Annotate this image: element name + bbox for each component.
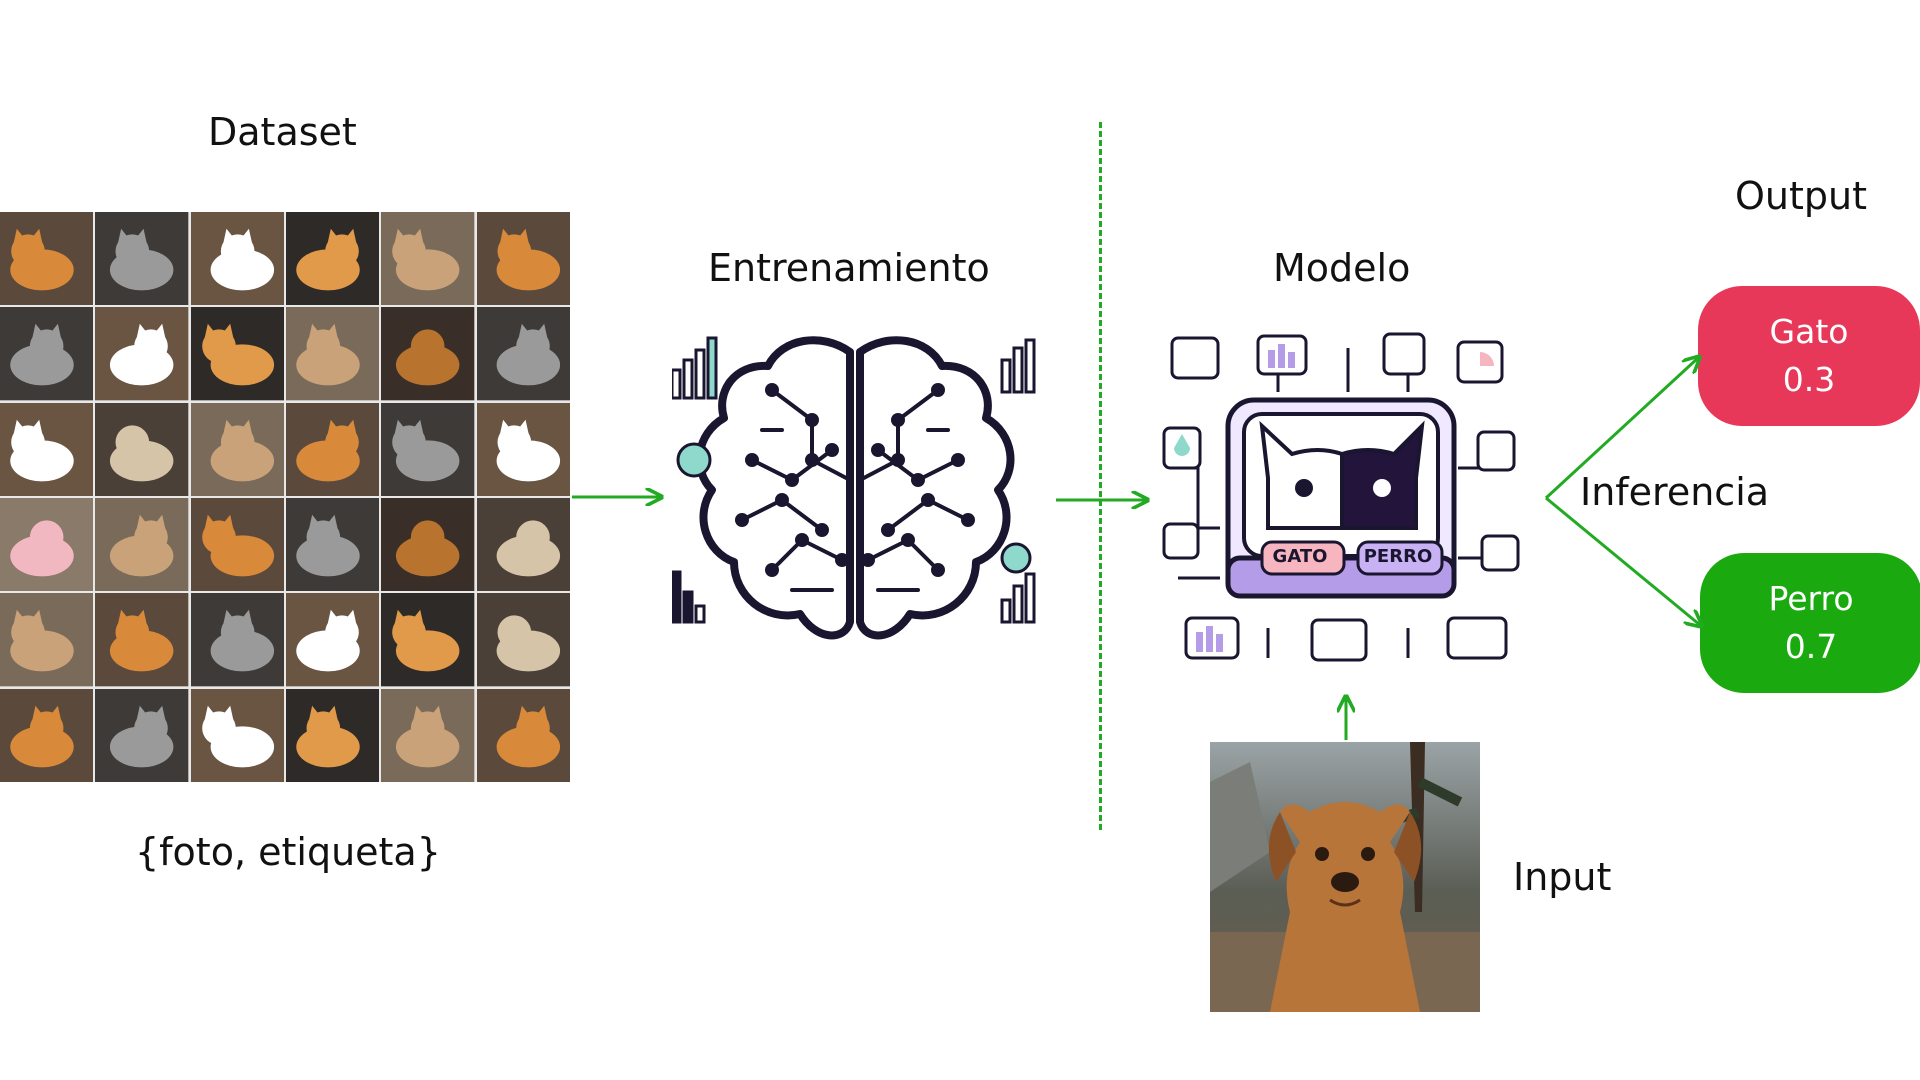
input-dog-photo [1210, 742, 1480, 1012]
dataset-tile-cat [0, 402, 94, 496]
model-chip-cat: GATO [1272, 546, 1328, 567]
dataset-tile-dog [95, 402, 189, 496]
dataset-tile-dog [381, 307, 475, 401]
dataset-tile-cat [190, 212, 284, 306]
dataset-tile-cat [0, 212, 94, 306]
dataset-tile-cat [381, 688, 475, 782]
dataset-tile-cat [190, 307, 284, 401]
dataset-tile-cat [0, 307, 94, 401]
dataset-tile-dog [381, 498, 475, 592]
model-device-icon [1162, 332, 1520, 662]
output-gato-value: 0.3 [1782, 360, 1836, 399]
output-title: Output [1735, 174, 1867, 218]
training-title: Entrenamiento [708, 246, 990, 290]
dataset-tile-cat [286, 402, 380, 496]
output-gato-box: Gato 0.3 [1698, 286, 1920, 426]
dataset-tile-dog [476, 498, 570, 592]
dataset-tile-cat [476, 307, 570, 401]
dataset-image-grid [0, 212, 570, 782]
dataset-tile-dog [476, 593, 570, 687]
dataset-tile-cat [95, 593, 189, 687]
input-label: Input [1513, 855, 1612, 899]
arrow-model-to-perro [1545, 496, 1700, 625]
dataset-tile-cat [95, 498, 189, 592]
dataset-caption: {foto, etiqueta} [135, 830, 441, 874]
dataset-tile-cat [476, 688, 570, 782]
dataset-tile-cat [95, 212, 189, 306]
output-perro-label: Perro [1768, 579, 1854, 618]
dataset-tile-cat [381, 212, 475, 306]
dataset-tile-cat [190, 498, 284, 592]
dataset-tile-cat [381, 402, 475, 496]
dataset-tile-cat [190, 593, 284, 687]
dataset-tile-pig [0, 498, 94, 592]
dataset-tile-cat [0, 688, 94, 782]
output-perro-value: 0.7 [1784, 627, 1838, 666]
dataset-tile-cat [286, 307, 380, 401]
dataset-tile-cat [0, 593, 94, 687]
dataset-tile-cat [286, 498, 380, 592]
dataset-tile-cat [286, 593, 380, 687]
model-chip-dog: PERRO [1363, 546, 1433, 567]
model-title: Modelo [1273, 246, 1411, 290]
dataset-tile-cat [95, 307, 189, 401]
brain-circuit-icon [672, 336, 1036, 640]
dataset-tile-cat [476, 402, 570, 496]
dataset-tile-cat [190, 402, 284, 496]
dataset-tile-cat [476, 212, 570, 306]
dataset-tile-cat [286, 688, 380, 782]
dataset-tile-cat [381, 593, 475, 687]
dataset-tile-cat [190, 688, 284, 782]
train-inference-divider [1099, 122, 1102, 830]
inference-label: Inferencia [1580, 470, 1770, 514]
dataset-title: Dataset [208, 110, 357, 154]
output-gato-label: Gato [1769, 312, 1849, 351]
dataset-tile-cat [95, 688, 189, 782]
output-perro-box: Perro 0.7 [1700, 553, 1920, 693]
dataset-tile-cat [286, 212, 380, 306]
